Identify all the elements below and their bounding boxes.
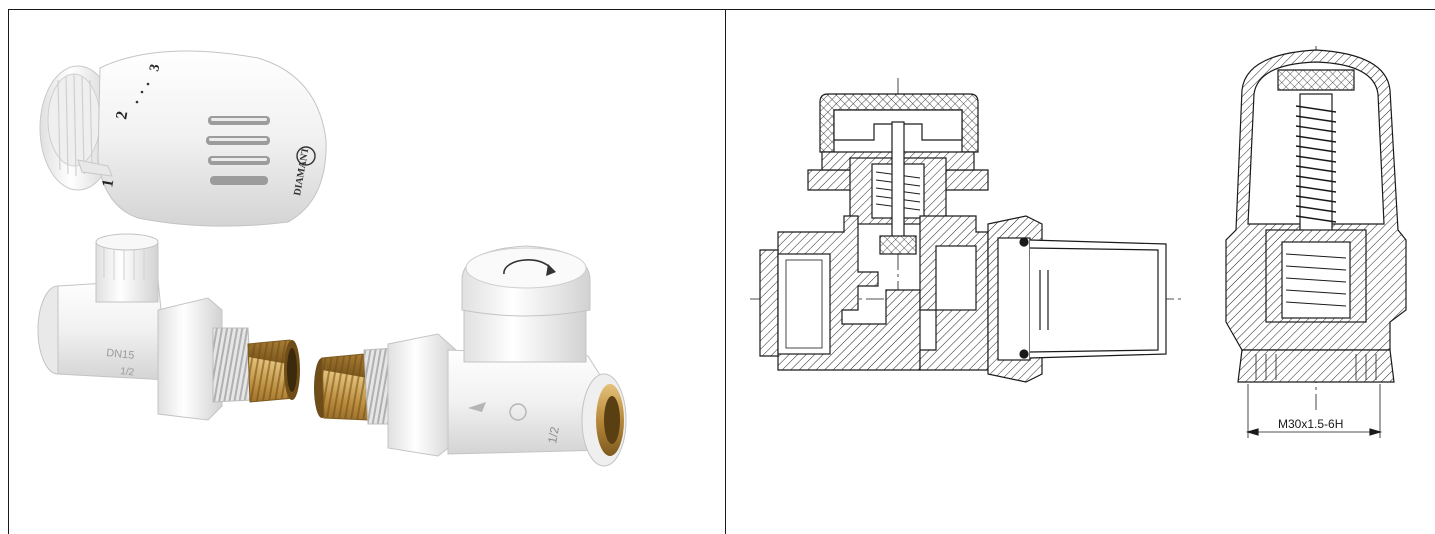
thermostatic-valve-body: 1/2 [314, 245, 627, 467]
dial-mark-2: 2 [113, 110, 131, 121]
thread-dimension-label: M30x1.5-6H [1278, 417, 1343, 431]
valve-marking-dn: DN15 [106, 347, 135, 362]
outlet-marking: 1/2 [545, 425, 562, 444]
top-border [8, 9, 1435, 10]
flow-arrow-icon [468, 402, 486, 412]
dial-mark-3: 3 [147, 63, 163, 73]
lockshield-valve: DN15 1/2 [37, 233, 300, 421]
product-photo-panel: 1 2 3 DIAMANT [8, 10, 725, 534]
head-section-drawing [1225, 46, 1407, 438]
brand-logo-icon [296, 146, 316, 166]
valve-section-drawing [750, 78, 1182, 383]
center-divider [725, 9, 726, 534]
valve-logo-icon [509, 403, 527, 421]
thermostatic-head: 1 2 3 DIAMANT [39, 50, 327, 227]
valve-marking-size: 1/2 [120, 366, 135, 378]
dial-mark-1: 1 [99, 178, 117, 189]
technical-drawing-panel: M30x1.5-6H [726, 10, 1435, 534]
product-photo: 1 2 3 DIAMANT [37, 50, 627, 467]
technical-drawing: M30x1.5-6H [750, 46, 1407, 438]
left-border [8, 9, 9, 534]
